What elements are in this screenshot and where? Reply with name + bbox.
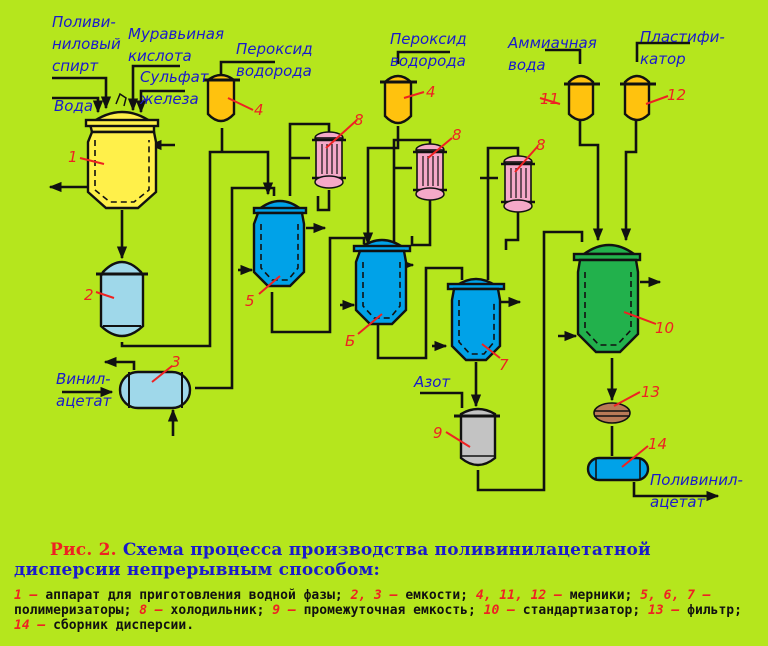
legend-number: 10 — — [483, 603, 523, 618]
vessel-7-polymerizer — [446, 277, 506, 362]
leader-lines — [79, 91, 669, 468]
label-11: 11 — [540, 90, 559, 108]
vessel-14-dispersion-collector — [586, 456, 650, 482]
label-line: Азот — [413, 373, 451, 391]
label-7: 7 — [499, 356, 509, 374]
legend-text: холодильник; — [170, 603, 273, 618]
label-9: 9 — [433, 424, 443, 442]
label-4a: 4 — [254, 101, 264, 119]
label-line: ниловый — [52, 35, 121, 53]
stream-labels: Поливи-ниловый спирт Вода Муравьиная кисло… — [52, 13, 743, 511]
label-line: Винил- — [56, 370, 111, 388]
label-line: Поливинил- — [650, 471, 743, 489]
legend-number: 5, 6, 7 — — [640, 588, 711, 603]
label-10: 10 — [655, 319, 674, 337]
vessel-9-intermediate-tank — [454, 407, 500, 467]
label-line: Аммиачная — [507, 34, 597, 52]
legend-text: фильтр; — [687, 603, 742, 618]
label-1: 1 — [68, 148, 78, 166]
label-line: железа — [139, 90, 199, 108]
label-line: Вода — [54, 97, 93, 115]
label-8b: 8 — [452, 126, 462, 144]
label-formic-acid: Муравьиная кислота — [128, 25, 224, 65]
label-peroxide-2: Пероксид водорода — [390, 30, 467, 70]
label-14: 14 — [648, 435, 667, 453]
vessel-4-measuring-2 — [380, 74, 417, 125]
vessel-4-measuring — [203, 73, 240, 123]
label-line: ацетат — [650, 493, 707, 511]
vessel-11-measuring — [564, 74, 600, 122]
process-flow-diagram: 1 2 3 4 4 5 Б 7 8 8 8 9 10 11 12 13 14 П… — [48, 13, 743, 511]
label-13: 13 — [641, 383, 660, 401]
label-line: спирт — [52, 57, 99, 75]
label-line: вода — [508, 56, 546, 74]
legend-text: аппарат для приготовления водной фазы; — [45, 588, 351, 603]
label-line: кислота — [128, 47, 192, 65]
caption-title: Рис. 2. Схема процесса производства поли… — [14, 540, 759, 580]
caption-title-text: Схема процесса производства поливинилаце… — [14, 540, 651, 580]
label-line: Пероксид — [390, 30, 467, 48]
legend-number: 4, 11, 12 — — [475, 588, 570, 603]
label-3: 3 — [171, 353, 181, 371]
legend-text: стандартизатор; — [522, 603, 648, 618]
vessel-6-polymerizer — [352, 238, 412, 326]
legend-number: 8 — — [139, 603, 171, 618]
label-plasticizer: Пластифи-катор — [640, 28, 725, 68]
label-product: Поливинил-ацетат — [650, 471, 743, 511]
label-iron-sulfate: Сульфат железа — [139, 68, 210, 108]
legend-number: 9 — — [272, 603, 304, 618]
legend-text: мерники; — [569, 588, 641, 603]
vessel-5-polymerizer — [252, 199, 308, 288]
filter-13 — [593, 402, 631, 424]
figure-caption: Рис. 2. Схема процесса производства поли… — [14, 540, 759, 633]
condenser-8c — [501, 155, 535, 213]
legend-number: 2, 3 — — [350, 588, 406, 603]
legend-text: промежуточная емкость; — [303, 603, 484, 618]
caption-legend: 1 — аппарат для приготовления водной фаз… — [14, 588, 759, 633]
label-water: Вода — [54, 97, 93, 115]
vessel-12-measuring — [620, 74, 656, 122]
condenser-8b — [413, 143, 447, 201]
label-line: Пластифи- — [640, 28, 725, 46]
label-6: Б — [345, 332, 355, 350]
label-line: Пероксид — [236, 40, 313, 58]
label-line: ацетат — [56, 392, 113, 410]
label-line: Поливи- — [52, 13, 116, 31]
label-2: 2 — [84, 286, 94, 304]
equipment-numbers: 1 2 3 4 4 5 Б 7 8 8 8 9 10 11 12 13 14 — [68, 83, 686, 453]
legend-number: 14 — — [14, 618, 54, 633]
vessel-2-tank — [96, 260, 148, 338]
legend-text: емкости; — [405, 588, 476, 603]
label-8c: 8 — [536, 136, 546, 154]
label-5: 5 — [245, 292, 255, 310]
label-ammonia-water: Аммиачная вода — [507, 34, 597, 74]
label-line: водорода — [390, 52, 466, 70]
label-line: катор — [640, 50, 686, 68]
label-line: водорода — [236, 62, 312, 80]
label-vinyl-acetate: Винил-ацетат — [56, 370, 113, 410]
label-pva-alcohol: Поливи-ниловый спирт — [52, 13, 121, 75]
label-4b: 4 — [426, 83, 436, 101]
label-12: 12 — [667, 86, 686, 104]
figure-number: Рис. 2. — [50, 540, 117, 560]
vessel-3-horizontal-tank — [118, 370, 192, 410]
vessel-10-standardizer — [572, 243, 642, 354]
label-line: Муравьиная — [128, 25, 224, 43]
label-nitrogen: Азот — [413, 373, 451, 391]
legend-number: 13 — — [648, 603, 688, 618]
legend-text: полимеризаторы; — [14, 603, 140, 618]
label-8a: 8 — [354, 111, 364, 129]
legend-number: 1 — — [14, 588, 46, 603]
condenser-8a — [312, 131, 346, 189]
vessel-1-aqueous-phase-apparatus — [84, 92, 160, 210]
label-peroxide-1: Пероксид водорода — [236, 40, 313, 80]
legend-text: сборник дисперсии. — [53, 618, 195, 633]
label-line: Сульфат — [140, 68, 210, 86]
